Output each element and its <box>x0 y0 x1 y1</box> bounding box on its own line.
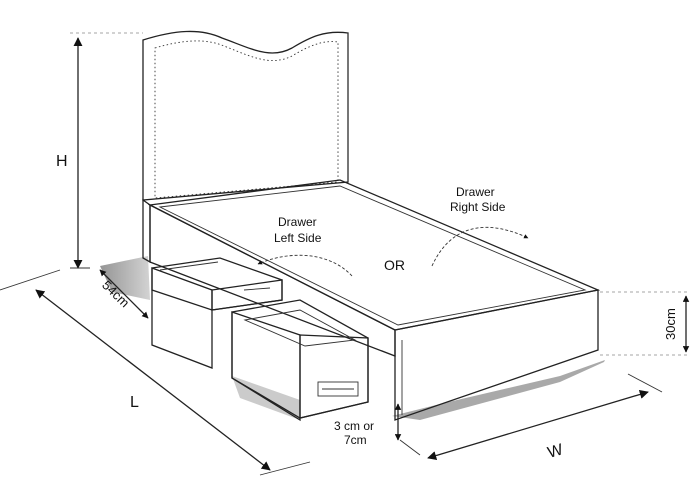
drawer-left-label-line2: Left Side <box>274 231 322 245</box>
drawer-left <box>151 257 283 369</box>
width-dimension: W <box>399 373 663 462</box>
drawer-left-label-line1: Drawer <box>278 215 317 229</box>
length-label: L <box>130 394 139 411</box>
headboard <box>142 30 349 201</box>
arrow-right-side <box>431 227 529 267</box>
base-height-dimension: 30cm <box>600 291 690 356</box>
length-dimension: L <box>0 269 311 476</box>
drawer-right-label-line1: Drawer <box>456 185 495 199</box>
floor-shadow <box>100 256 605 420</box>
height-dimension: H <box>56 32 143 269</box>
drawer-side-notes: Drawer Left Side OR Drawer Right Side <box>257 185 529 277</box>
width-label: W <box>546 441 566 462</box>
or-label: OR <box>384 257 405 273</box>
bed-base <box>142 179 601 421</box>
clearance-label-line1: 3 cm or <box>334 419 374 433</box>
drawer-right-label-line2: Right Side <box>450 200 506 214</box>
clearance-dimension: 3 cm or 7cm <box>334 403 402 447</box>
arrow-left-side <box>257 254 353 277</box>
clearance-label-line2: 7cm <box>344 433 367 447</box>
base-height-label: 30cm <box>663 308 678 340</box>
height-label: H <box>56 153 68 170</box>
